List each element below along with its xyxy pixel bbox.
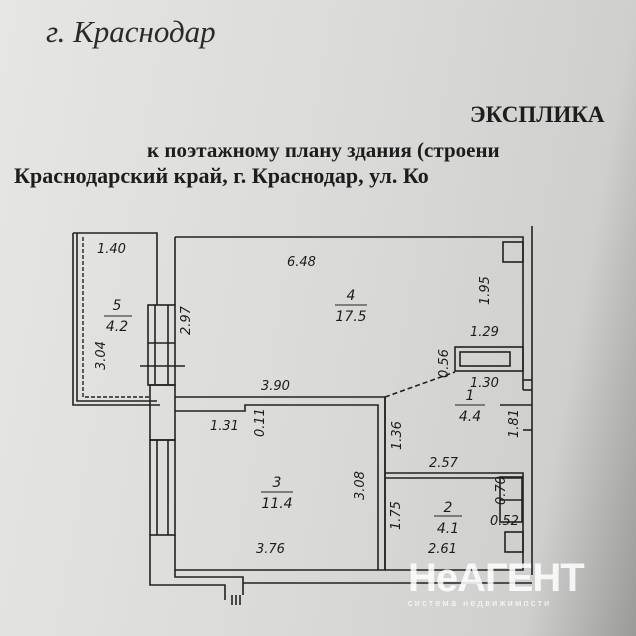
svg-text:3.90: 3.90 <box>261 379 290 394</box>
svg-text:1.95: 1.95 <box>478 276 493 305</box>
balcony-outer-wall <box>72 233 160 406</box>
door-swing <box>384 371 456 398</box>
document-title: ЭКСПЛИКА <box>470 102 605 127</box>
svg-text:1.75: 1.75 <box>389 501 404 530</box>
svg-text:2.57: 2.57 <box>429 456 459 471</box>
balcony-door <box>147 304 176 386</box>
svg-text:2.97: 2.97 <box>179 305 194 335</box>
svg-text:1.31: 1.31 <box>210 419 239 434</box>
svg-text:3.08: 3.08 <box>353 471 368 500</box>
svg-text:4.4: 4.4 <box>459 409 481 425</box>
room-4-label: 4 17.5 <box>335 288 367 325</box>
svg-text:3.04: 3.04 <box>94 341 109 370</box>
svg-text:3: 3 <box>273 475 282 491</box>
svg-text:0.52: 0.52 <box>490 514 519 529</box>
watermark-tagline: система недвижимости <box>408 598 552 608</box>
svg-text:1.30: 1.30 <box>470 376 499 391</box>
svg-text:11.4: 11.4 <box>261 496 292 512</box>
svg-text:1: 1 <box>466 388 475 404</box>
svg-text:3.76: 3.76 <box>256 542 285 557</box>
svg-text:2: 2 <box>444 500 453 516</box>
svg-text:0.56: 0.56 <box>437 349 452 378</box>
room-1-label: 1 4.4 <box>455 388 485 425</box>
city-heading: г. Краснодар <box>46 14 216 49</box>
outer-wall <box>175 236 524 390</box>
svg-text:17.5: 17.5 <box>335 309 366 325</box>
room-5-label: 5 4.2 <box>104 298 132 335</box>
svg-text:0.11: 0.11 <box>253 408 268 437</box>
svg-text:4.2: 4.2 <box>106 319 128 335</box>
room-2-label: 2 4.1 <box>434 500 462 537</box>
svg-text:4: 4 <box>347 288 356 304</box>
svg-text:1.29: 1.29 <box>470 325 499 340</box>
svg-text:1.36: 1.36 <box>390 421 405 450</box>
svg-text:4.1: 4.1 <box>437 521 459 537</box>
svg-text:2.61: 2.61 <box>428 542 457 557</box>
window <box>149 439 176 536</box>
svg-text:0.70: 0.70 <box>494 476 509 505</box>
svg-text:5: 5 <box>113 298 122 314</box>
address-line: Краснодарский край, г. Краснодар, ул. Ко <box>14 163 429 188</box>
document-subtitle: к поэтажному плану здания (строени <box>147 138 500 162</box>
room-3-label: 3 11.4 <box>261 475 293 512</box>
dimension-labels: 1.40 3.04 6.48 2.97 1.95 1.29 0.56 1.30 … <box>94 242 522 557</box>
svg-text:1.81: 1.81 <box>507 409 522 438</box>
svg-text:6.48: 6.48 <box>287 255 316 270</box>
watermark-logo: НеАГЕНТ <box>408 556 585 600</box>
svg-text:1.40: 1.40 <box>97 242 126 257</box>
